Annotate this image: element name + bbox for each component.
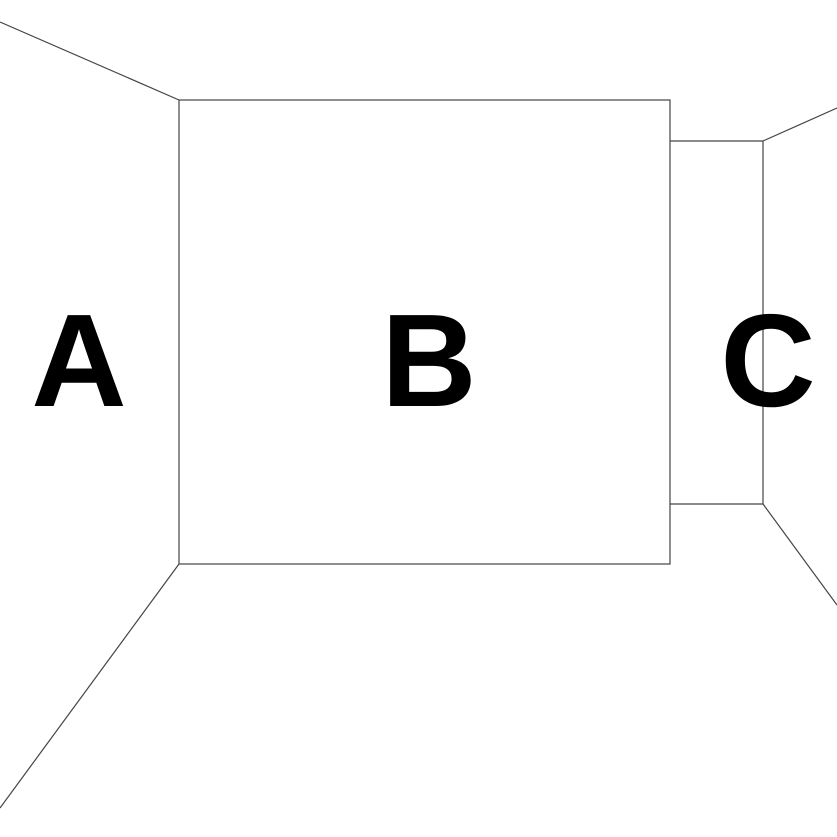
- left-wall-bottom-edge: [0, 563, 180, 809]
- panel-label-a: A: [31, 287, 126, 434]
- left-wall-top-edge: [0, 21, 180, 101]
- panel-label-c: C: [720, 287, 815, 434]
- right-wall-top-edge: [762, 107, 837, 142]
- back-wall-rectangle: [178, 99, 671, 565]
- right-wall-bottom-edge: [762, 503, 837, 606]
- panel-label-b: B: [381, 287, 476, 434]
